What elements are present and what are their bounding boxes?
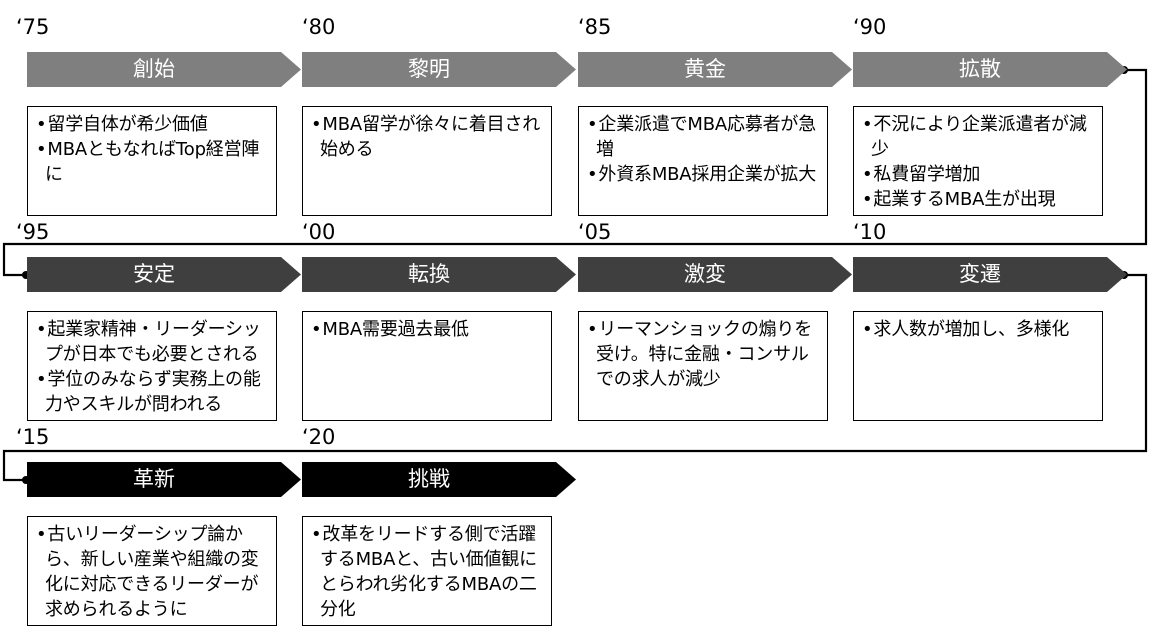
year-label: ‘00 [302, 220, 336, 244]
description-point: 留学自体が希少価値 [36, 112, 270, 137]
description-point: MBA留学が徐々に着目され始める [311, 112, 545, 162]
description-point: 起業家精神・リーダーシップが日本でも必要とされる [36, 317, 270, 367]
description-box: MBA留学が徐々に着目され始める [302, 106, 552, 216]
description-box: リーマンショックの煽りを受け。特に金融・コンサルでの求人が減少 [578, 311, 828, 421]
year-label: ‘05 [578, 220, 612, 244]
phase-arrow: 拡散 [853, 52, 1127, 87]
description-box: 不況により企業派遣者が減少 私費留学増加 起業するMBA生が出現 [853, 106, 1103, 216]
description-point: 私費留学増加 [862, 162, 1096, 187]
phase-arrow: 激変 [578, 257, 852, 292]
description-box: MBA需要過去最低 [302, 311, 552, 421]
description-point: 学位のみならず実務上の能力やスキルが問われる [36, 367, 270, 417]
phase-arrow: 革新 [27, 462, 301, 497]
description-box: 古いリーダーシップ論から、新しい産業や組織の変化に対応できるリーダーが求められる… [27, 516, 277, 626]
phase-arrow: 創始 [27, 52, 301, 87]
description-point: MBAともなればTop経営陣に [36, 137, 270, 187]
year-label: ‘95 [16, 220, 50, 244]
description-point: MBA需要過去最低 [311, 317, 545, 342]
phase-arrow: 転換 [302, 257, 576, 292]
description-box: 改革をリードする側で活躍するMBAと、古い価値観にとらわれ劣化するMBAの二分化 [302, 516, 552, 626]
description-point: 企業派遣でMBA応募者が急増 [587, 112, 821, 162]
year-label: ‘80 [302, 15, 336, 39]
year-label: ‘15 [16, 425, 50, 449]
description-box: 留学自体が希少価値 MBAともなればTop経営陣に [27, 106, 277, 216]
description-box: 起業家精神・リーダーシップが日本でも必要とされる 学位のみならず実務上の能力やス… [27, 311, 277, 421]
year-label: ‘75 [16, 15, 50, 39]
phase-arrow: 黄金 [578, 52, 852, 87]
description-point: リーマンショックの煽りを受け。特に金融・コンサルでの求人が減少 [587, 317, 821, 392]
description-point: 不況により企業派遣者が減少 [862, 112, 1096, 162]
phase-arrow: 挑戦 [302, 462, 576, 497]
year-label: ‘20 [302, 425, 336, 449]
description-point: 改革をリードする側で活躍するMBAと、古い価値観にとらわれ劣化するMBAの二分化 [311, 522, 545, 622]
description-box: 求人数が増加し、多様化 [853, 311, 1103, 421]
phase-arrow: 黎明 [302, 52, 576, 87]
description-point: 古いリーダーシップ論から、新しい産業や組織の変化に対応できるリーダーが求められる… [36, 522, 270, 622]
description-box: 企業派遣でMBA応募者が急増 外資系MBA採用企業が拡大 [578, 106, 828, 216]
phase-arrow: 安定 [27, 257, 301, 292]
description-point: 外資系MBA採用企業が拡大 [587, 162, 821, 187]
description-point: 求人数が増加し、多様化 [862, 317, 1096, 342]
year-label: ‘90 [853, 15, 887, 39]
year-label: ‘10 [853, 220, 887, 244]
description-point: 起業するMBA生が出現 [862, 187, 1096, 212]
phase-arrow: 変遷 [853, 257, 1127, 292]
year-label: ‘85 [578, 15, 612, 39]
